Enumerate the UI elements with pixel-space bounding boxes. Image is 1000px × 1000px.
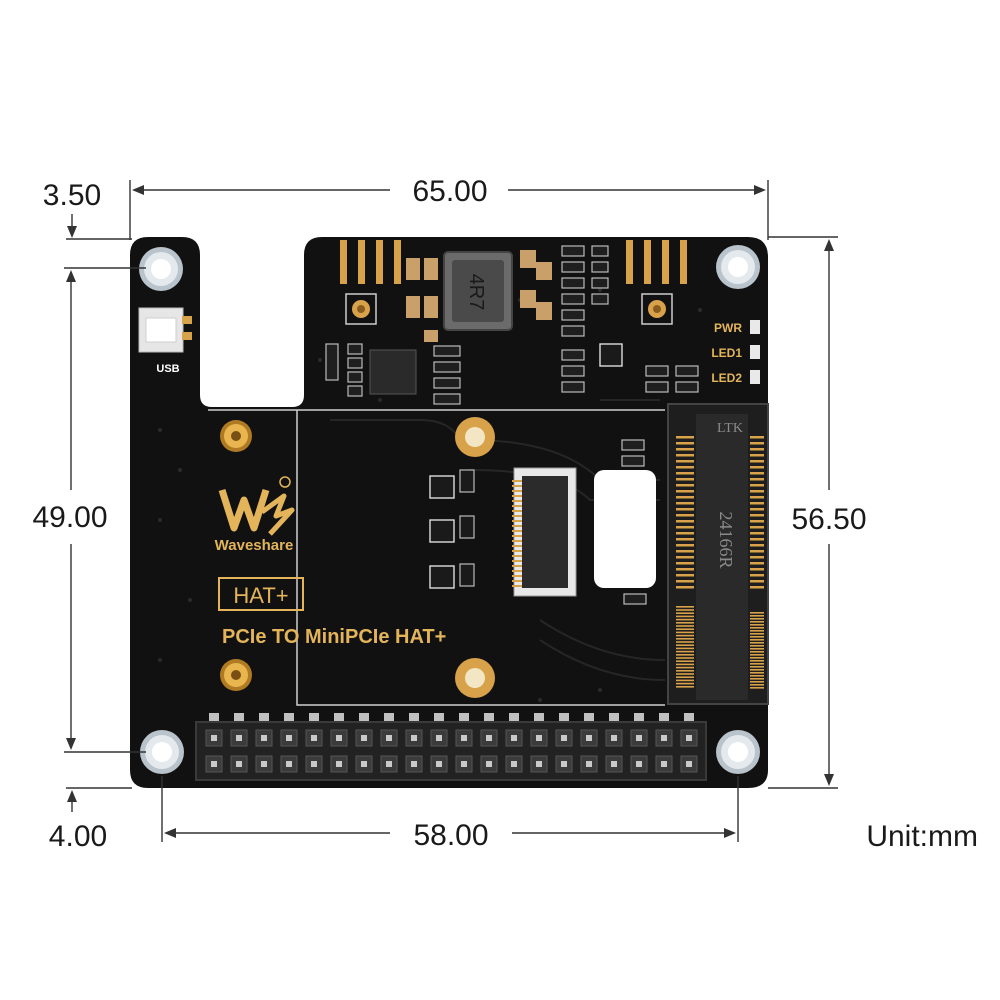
dim-top-offset-label: 3.50 [43,179,101,212]
small-caps [459,469,475,587]
mounting-hole-top-left [139,247,183,291]
led-label-led2: LED2 [711,371,742,385]
socket-marking-side: 24166R [716,511,736,568]
inductor-marking: 4R7 [465,274,487,311]
dim-right-height-label: 56.50 [791,503,866,536]
antenna-pads-left [340,240,401,284]
gold-standoffs [220,417,495,698]
pcie-fpc-connector [512,467,577,597]
dim-bottom-offset-label: 4.00 [49,820,107,853]
gold-hole-lower [455,658,495,698]
gpio-header [195,713,707,781]
mini-pcie-socket: LTK 24166R [667,403,769,705]
dimension-annotations: 65.00 3.50 49.00 56.50 4.00 58 [32,175,978,853]
pcb-outline [130,237,768,788]
product-name: PCIe TO MiniPCIe HAT+ [222,626,446,648]
hat-plus-label: HAT+ [233,583,288,608]
smd-components [325,245,699,605]
gold-hole-upper [455,417,495,457]
mounting-hole-bottom-left [140,730,184,774]
mounting-hole-bottom-right [716,730,760,774]
transistors [429,343,623,589]
unit-label: Unit:mm [866,820,978,853]
led-label-pwr: PWR [714,321,742,335]
waveshare-logo-icon [218,476,295,536]
socket-marking-top: LTK [717,421,743,436]
power-inductor: 4R7 [443,251,513,331]
hat-plus-badge: HAT+ [218,577,304,611]
ipex-connector-left [345,293,377,325]
mounting-holes [139,245,760,774]
dim-hole-spacing-label: 58.00 [413,819,488,852]
standoff-lower [220,659,252,691]
status-leds: PWR LED1 LED2 [711,320,760,385]
antenna-pads-right [626,240,687,284]
standoff-upper [220,420,252,452]
brand-name: Waveshare [215,537,294,554]
dim-width-label: 65.00 [412,175,487,208]
ipex-connector-right [641,293,673,325]
usb-label: USB [156,363,179,375]
pcb-board: 4R7 [130,237,769,788]
silkscreen-outline [208,409,665,706]
mounting-hole-top-right [716,245,760,289]
board-slot-cutout [594,470,656,588]
led-label-led1: LED1 [711,346,742,360]
pcb-vias [158,288,702,702]
dim-left-height-label: 49.00 [32,501,107,534]
usb-connector [138,307,192,353]
